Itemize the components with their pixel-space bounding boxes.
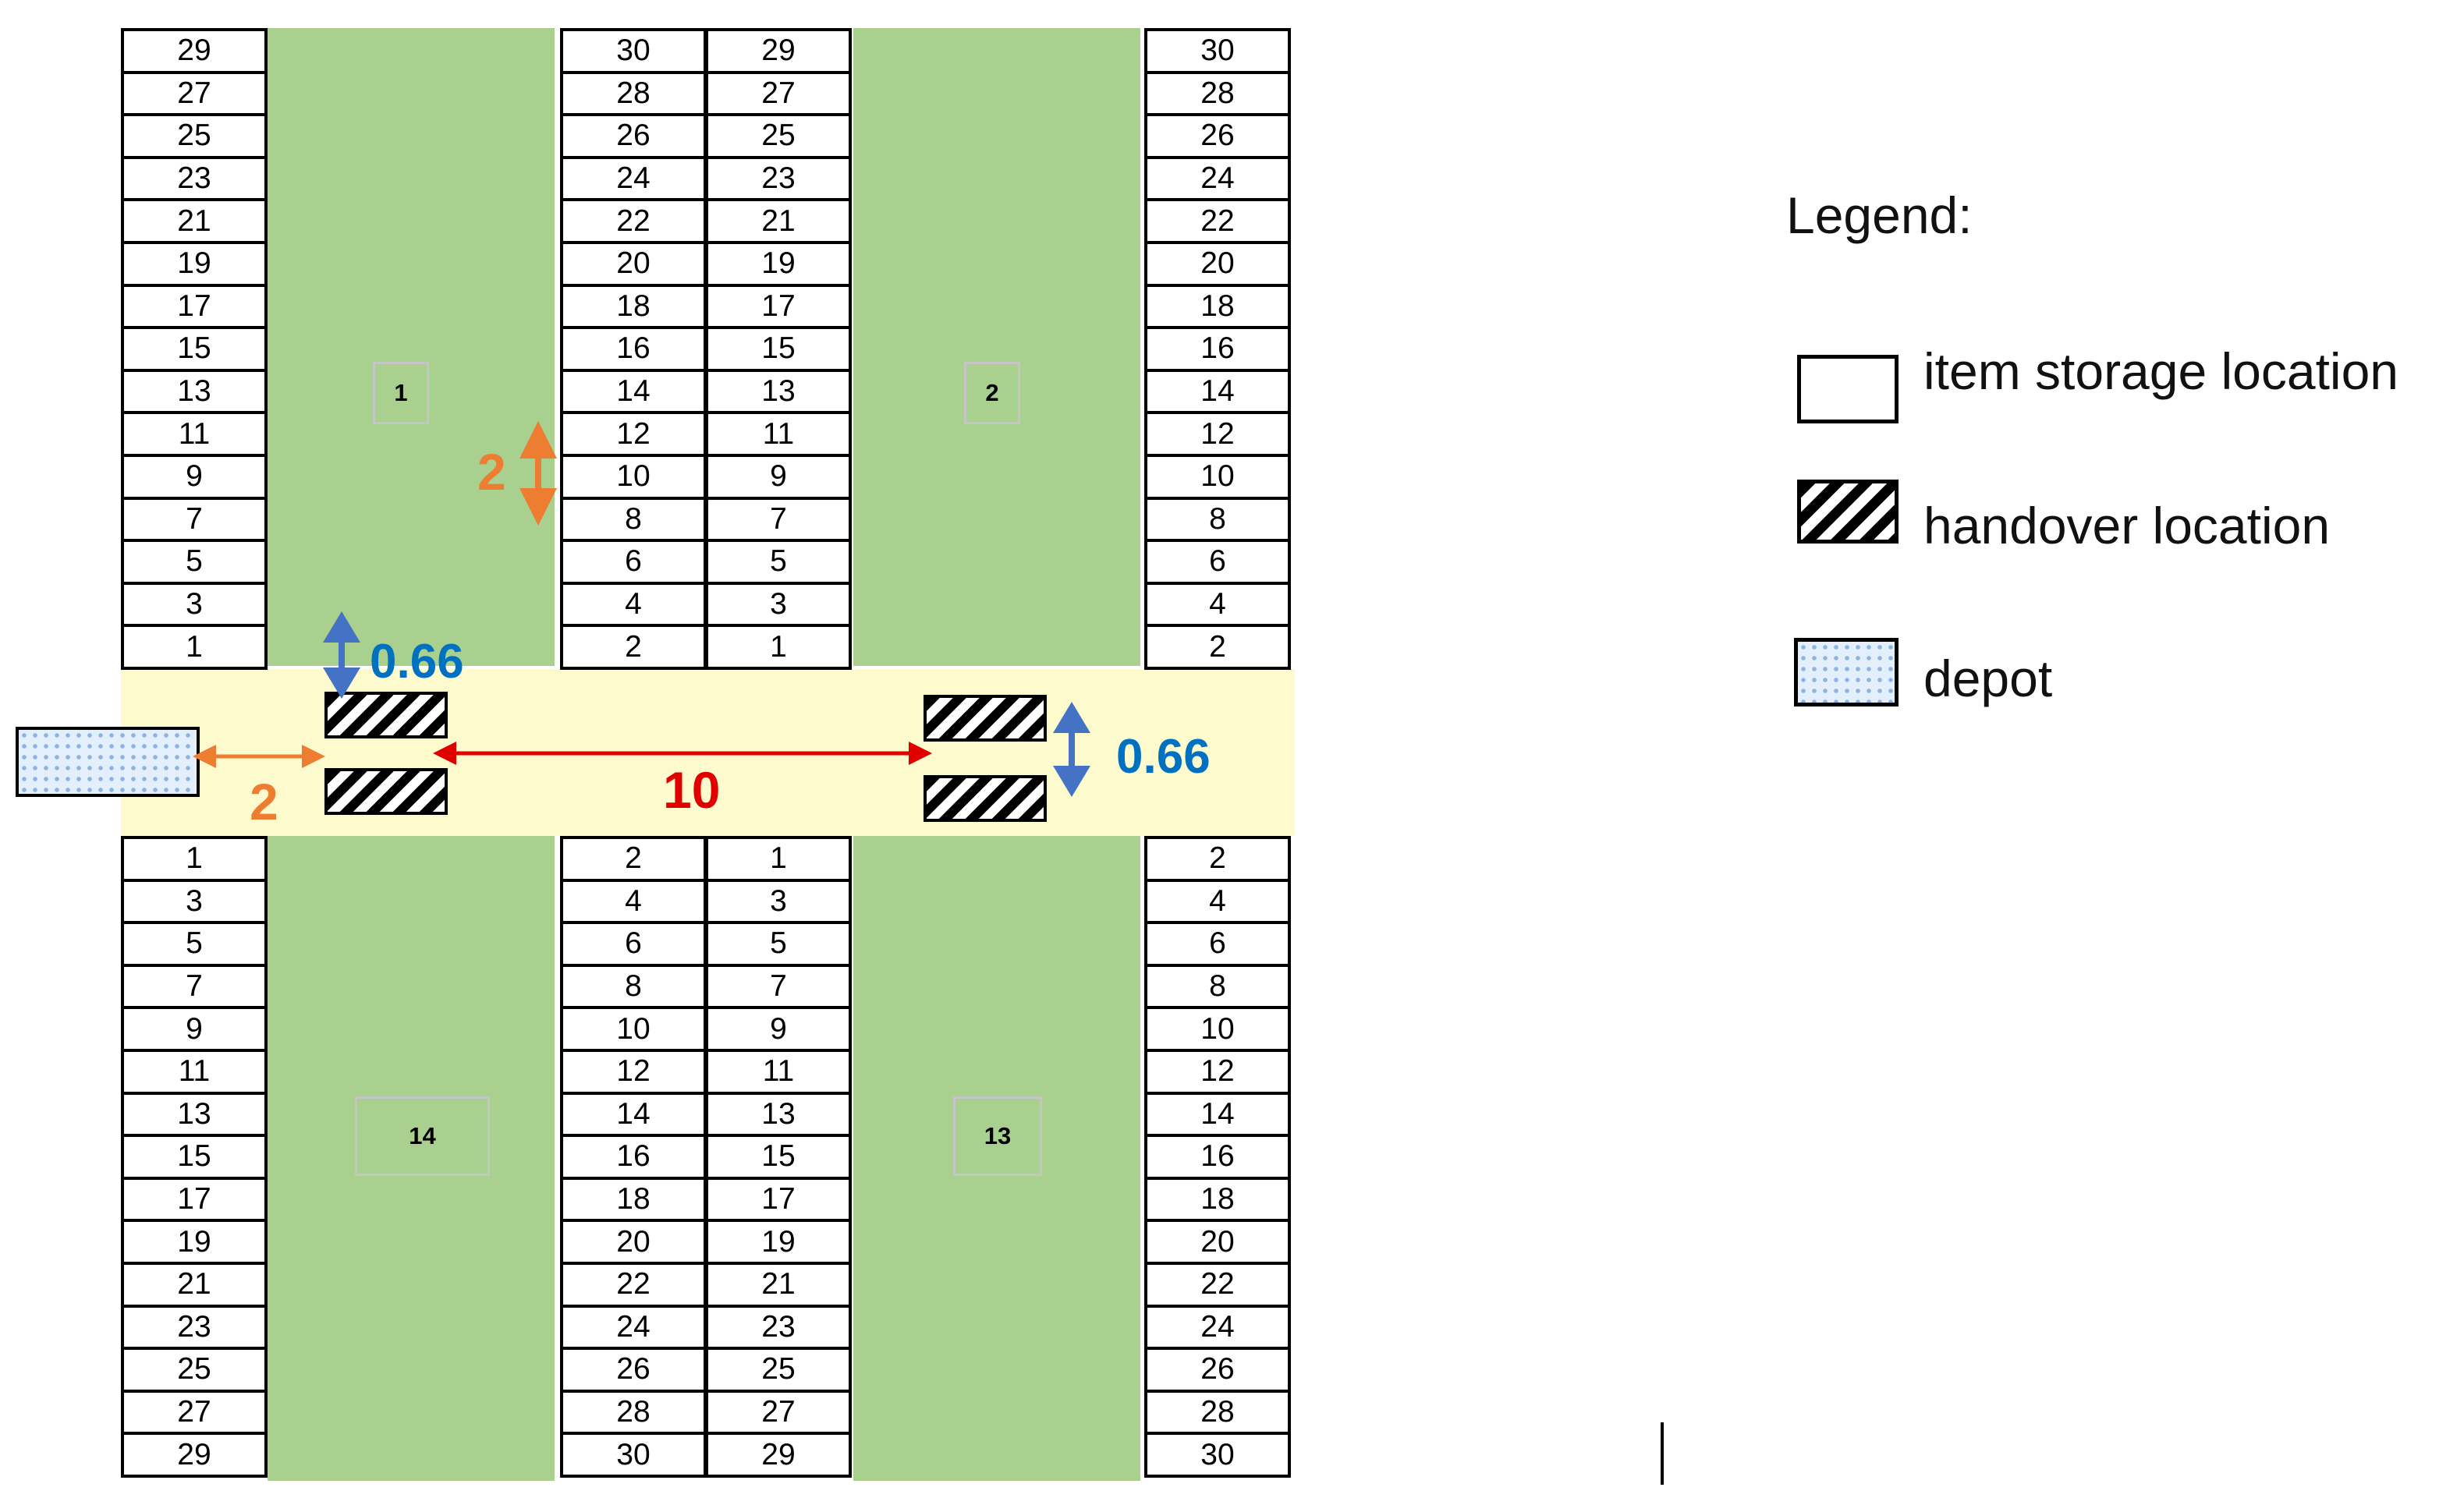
storage-location: 4 [560,878,707,925]
storage-location: 17 [705,1176,852,1223]
legend-swatch-handover [1797,480,1899,544]
storage-location: 2 [1144,624,1291,670]
storage-location: 30 [1144,28,1291,74]
storage-location: 29 [705,28,852,74]
storage-location: 1 [705,624,852,670]
storage-location: 21 [705,198,852,244]
storage-location: 3 [121,878,268,925]
storage-location: 15 [705,326,852,372]
storage-location: 27 [705,1389,852,1436]
storage-location: 8 [1144,963,1291,1010]
storage-location: 15 [121,1134,268,1180]
handover-location-left-top [324,692,448,738]
aisle-label-14: 14 [355,1096,490,1176]
legend-label-handover: handover location [1923,497,2331,554]
legend-label-storage: item storage location [1923,342,2398,400]
location-depth-label: 2 [477,443,506,501]
storage-location: 25 [121,113,268,159]
storage-location: 30 [560,28,707,74]
cross-aisle-distance-label: 10 [663,761,721,819]
storage-location: 23 [121,1304,268,1351]
aisle-label-2: 2 [964,362,1020,424]
storage-location: 19 [705,241,852,287]
aisle-label-1: 1 [373,362,429,424]
storage-location: 7 [705,963,852,1010]
aisle-13-bottom-right [853,836,1140,1481]
storage-location: 21 [121,198,268,244]
storage-location: 20 [1144,1219,1291,1265]
storage-location: 23 [705,1304,852,1351]
storage-location: 27 [121,1389,268,1436]
storage-location: 7 [121,963,268,1010]
storage-location: 13 [705,368,852,415]
depot-distance-label: 2 [250,773,278,830]
aisle-1-top-left [268,28,555,666]
storage-location: 14 [560,368,707,415]
text-cursor [1661,1422,1664,1485]
handover-location-right-bottom [924,775,1047,822]
handover-location-right-top [924,695,1047,742]
storage-location: 10 [1144,454,1291,500]
storage-location: 30 [560,1432,707,1478]
storage-location: 22 [1144,1262,1291,1308]
storage-location: 29 [705,1432,852,1478]
storage-location: 2 [560,624,707,670]
legend-swatch-storage [1797,355,1899,423]
storage-location: 18 [560,1176,707,1223]
storage-location: 19 [121,1219,268,1265]
storage-location: 10 [1144,1006,1291,1052]
storage-location: 28 [560,1389,707,1436]
storage-location: 8 [1144,496,1291,543]
depot [16,727,200,797]
legend-title: Legend: [1786,186,1973,244]
storage-location: 30 [1144,1432,1291,1478]
storage-location: 22 [560,198,707,244]
handover-gap-right-label: 0.66 [1116,730,1211,784]
handover-gap-left-label: 0.66 [370,635,464,689]
storage-location: 20 [560,1219,707,1265]
aisle-14-bottom-left [268,836,555,1481]
storage-location: 16 [1144,1134,1291,1180]
storage-location: 8 [560,496,707,543]
legend-swatch-depot [1794,638,1899,706]
aisle-label-13: 13 [953,1096,1042,1176]
storage-location: 26 [1144,1347,1291,1393]
storage-location: 18 [1144,1176,1291,1223]
storage-location: 13 [705,1091,852,1138]
storage-location: 25 [705,1347,852,1393]
storage-location: 23 [705,155,852,202]
storage-location: 18 [1144,283,1291,330]
storage-location: 9 [121,454,268,500]
storage-location: 11 [705,411,852,457]
legend-label-depot: depot [1923,650,2053,707]
handover-location-left-bottom [324,768,448,815]
storage-location: 11 [121,411,268,457]
storage-location: 1 [705,836,852,882]
storage-location: 1 [121,624,268,670]
storage-location: 17 [121,1176,268,1223]
storage-location: 26 [560,113,707,159]
storage-location: 6 [1144,921,1291,967]
storage-location: 17 [121,283,268,330]
storage-location: 27 [705,70,852,117]
storage-location: 11 [121,1049,268,1095]
aisle-2-top-right [853,28,1140,666]
storage-location: 21 [705,1262,852,1308]
storage-location: 4 [1144,581,1291,628]
storage-location: 15 [121,326,268,372]
storage-location: 28 [560,70,707,117]
storage-location: 29 [121,1432,268,1478]
storage-location: 26 [560,1347,707,1393]
